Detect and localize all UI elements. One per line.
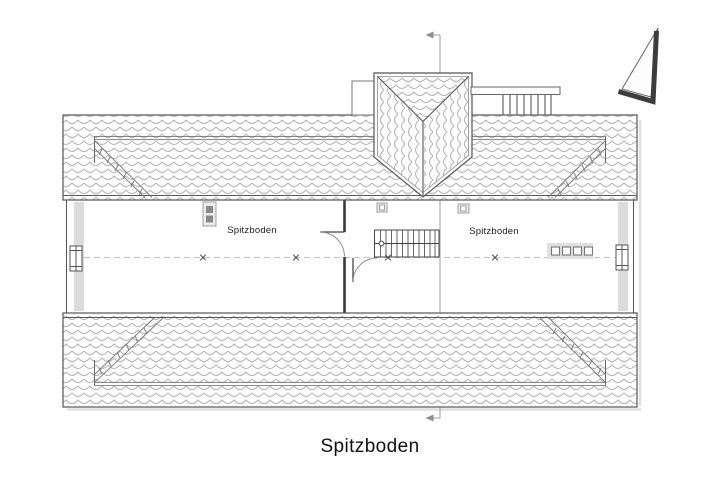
- roof-band-top: [62, 114, 638, 201]
- room-label-right: Spitzboden: [469, 226, 519, 237]
- roof-valley-top-left: [93, 139, 153, 198]
- door-swing-lower: [352, 257, 378, 283]
- staircase: [374, 229, 440, 258]
- wall-vent: [376, 202, 388, 213]
- section-cut-arrow-top-icon: [425, 31, 434, 39]
- door-swing-upper: [319, 231, 345, 257]
- roof-valley-top-right: [547, 139, 607, 198]
- dormer-roof: [373, 72, 473, 198]
- roof-band-bottom: [62, 312, 638, 408]
- axis-markers: [199, 254, 499, 261]
- roof-valley-bottom-right: [539, 317, 607, 384]
- wall-vent: [202, 201, 217, 227]
- stair-walkline-start: [378, 240, 385, 247]
- section-cut-arrow-bottom-icon: [425, 414, 434, 422]
- roof-railing: [470, 86, 561, 115]
- window-west: [69, 245, 83, 272]
- attic-interior: [66, 200, 634, 313]
- section-cut-line: [425, 31, 441, 422]
- wall-vent: [457, 203, 470, 214]
- window-east: [615, 244, 629, 271]
- chimney: [351, 80, 377, 116]
- north-arrow-icon: [617, 27, 659, 105]
- building-shadow: [67, 120, 642, 411]
- plan-title: Spitzboden: [320, 436, 420, 457]
- skylight-fixture: [547, 243, 594, 259]
- roof-valley-bottom-left: [93, 317, 164, 384]
- room-label-left: Spitzboden: [227, 225, 277, 236]
